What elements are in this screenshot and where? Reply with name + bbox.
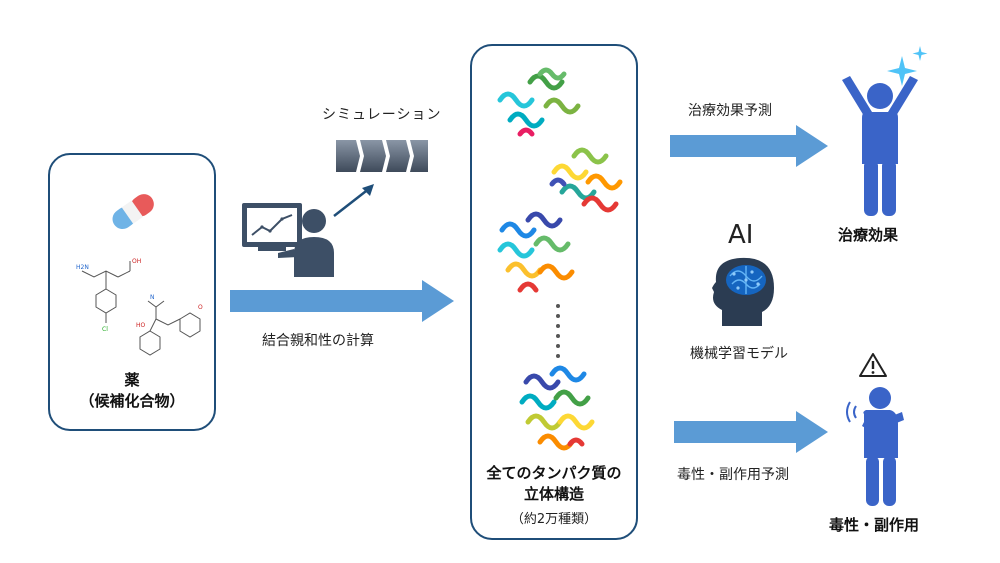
warning-icon: [859, 353, 887, 377]
protein-structure-2-icon: [549, 147, 623, 213]
ellipsis-dots-icon: [556, 304, 560, 358]
therapeutic-result-label: 治療効果: [838, 226, 899, 244]
chemical-structure-1-icon: H2N OH Cl: [76, 258, 141, 333]
ai-brain-head-icon: [712, 257, 774, 326]
sick-person-icon: [846, 387, 904, 506]
ml-model-label: 機械学習モデル: [690, 346, 788, 362]
therapeutic-prediction-label: 治療効果予測: [688, 103, 772, 119]
protein-title-line1: 全てのタンパク質の: [486, 464, 622, 482]
protein-structure-1-icon: [497, 67, 581, 137]
drug-title-line1: 薬: [124, 371, 140, 389]
simulation-label: シミュレーション: [322, 107, 442, 123]
ai-heading: AI: [728, 220, 754, 250]
capsule-icon: [112, 194, 154, 230]
cheering-person-icon: [842, 76, 918, 216]
svg-text:O: O: [198, 304, 203, 311]
binding-affinity-label: 結合親和性の計算: [262, 333, 374, 349]
protein-subtitle: （約2万種類）: [510, 512, 598, 527]
toxicity-prediction-label: 毒性・副作用予測: [677, 467, 789, 483]
toxicity-arrow: [674, 411, 828, 453]
protein-title-line2: 立体構造: [523, 485, 584, 503]
protein-panel: 全てのタンパク質の 立体構造 （約2万種類）: [470, 44, 638, 540]
svg-text:N: N: [150, 294, 155, 301]
therapeutic-arrow: [670, 125, 828, 167]
chemical-structure-2-icon: N HO O: [136, 294, 203, 356]
binding-calculation-arrow: [230, 280, 454, 322]
toxicity-result-label: 毒性・副作用: [829, 516, 920, 534]
protein-structure-4-icon: [519, 365, 595, 451]
svg-text:Cl: Cl: [102, 326, 108, 333]
protein-structure-3-icon: [497, 211, 575, 293]
drug-title-line2: （候補化合物）: [79, 392, 185, 410]
svg-text:H2N: H2N: [76, 264, 89, 271]
drug-panel: H2N OH Cl N HO O 薬 （候補化合物）: [48, 153, 216, 431]
computer-user-icon: [242, 203, 334, 277]
svg-text:OH: OH: [132, 258, 141, 265]
server-cluster-icon: [336, 140, 428, 172]
sparkle-icon: [887, 46, 928, 86]
simulation-arrow-icon: [333, 184, 374, 217]
svg-text:HO: HO: [136, 322, 146, 329]
